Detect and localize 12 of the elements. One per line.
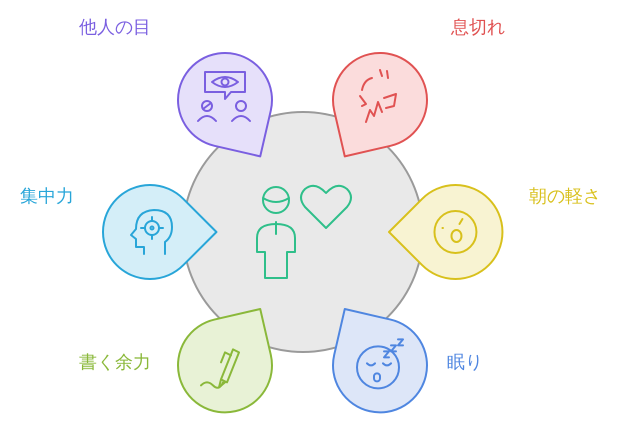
petal-label: 集中力 — [20, 186, 74, 208]
teardrop-shape — [331, 306, 429, 414]
petal-label: 眠り — [447, 352, 483, 374]
petal-label: 息切れ — [451, 17, 505, 39]
teardrop-shape — [331, 51, 429, 158]
teardrop-shape — [386, 183, 504, 281]
petal-label: 朝の軽さ — [529, 186, 601, 208]
teardrop-shape — [176, 51, 274, 158]
teardrop-shape — [101, 183, 218, 281]
teardrop-shape — [176, 306, 274, 414]
petal-label: 他人の目 — [79, 17, 151, 39]
petal-label: 書く余力 — [79, 352, 151, 374]
